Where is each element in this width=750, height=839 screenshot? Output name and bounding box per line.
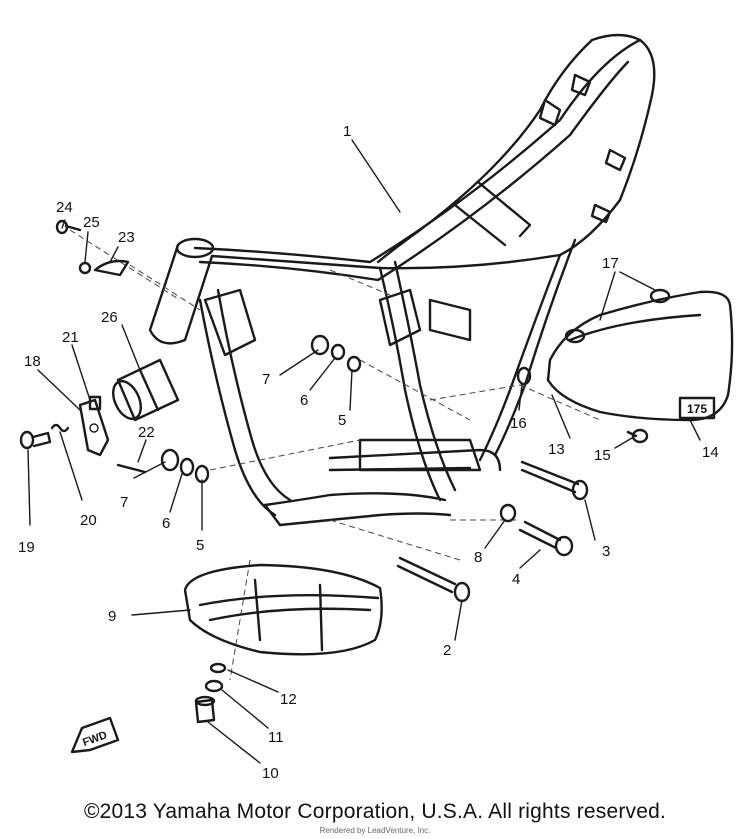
callout-16: 16 <box>510 415 527 432</box>
frame <box>148 33 656 527</box>
part-18-bracket <box>78 398 110 457</box>
part-19-bolt <box>19 430 52 450</box>
callout-5-left: 5 <box>196 537 204 554</box>
callout-7-center: 7 <box>262 371 270 388</box>
callout-2: 2 <box>443 642 451 659</box>
part-23-clip <box>93 259 130 277</box>
assembly-lines <box>69 229 601 681</box>
callout-14: 14 <box>702 444 719 461</box>
part-21-plate <box>88 395 102 411</box>
part-13-side-cover <box>546 290 734 422</box>
badge-text: 175 <box>687 402 707 416</box>
callout-24: 24 <box>56 199 73 216</box>
part-25-washer <box>78 261 92 275</box>
callout-20: 20 <box>80 512 97 529</box>
callout-4: 4 <box>512 571 520 588</box>
washer-set-left <box>160 448 210 484</box>
washer-set-center <box>310 334 362 373</box>
callout-15: 15 <box>594 447 611 464</box>
callout-6-left: 6 <box>162 515 170 532</box>
callout-5-center: 5 <box>338 412 346 429</box>
callout-23: 23 <box>118 229 135 246</box>
callout-12: 12 <box>280 691 297 708</box>
callout-6-center: 6 <box>300 392 308 409</box>
leader-lines <box>27 139 701 764</box>
part-9-skid-plate <box>183 563 383 656</box>
part-26-tube <box>112 358 180 422</box>
frame-parts-diagram: 175 FWD <box>18 33 734 782</box>
callout-18: 18 <box>24 353 41 370</box>
callout-9: 9 <box>108 608 116 625</box>
callout-11: 11 <box>268 729 284 746</box>
callout-10: 10 <box>262 765 279 782</box>
callout-21: 21 <box>62 329 79 346</box>
callout-13: 13 <box>548 441 565 458</box>
callout-numbers: 1 2 3 4 5 5 6 6 7 7 8 9 10 11 12 13 14 1… <box>18 123 719 782</box>
part-22-pin <box>116 463 147 474</box>
part-20-spring <box>50 423 70 433</box>
part-2-bolt <box>396 556 471 603</box>
callout-7-left: 7 <box>120 494 128 511</box>
part-24-bolt <box>55 219 82 235</box>
callout-17: 17 <box>602 255 619 272</box>
part-3-bolt <box>520 460 589 501</box>
copyright-text: ©2013 Yamaha Motor Corporation, U.S.A. A… <box>83 800 667 823</box>
part-16-washer <box>516 366 532 386</box>
fwd-arrow-icon: FWD <box>70 716 120 754</box>
callout-3: 3 <box>602 543 610 560</box>
callout-26: 26 <box>101 309 118 326</box>
part-14-badge: 175 <box>678 396 716 420</box>
part-17-grommets <box>564 288 671 344</box>
callout-8: 8 <box>474 549 482 566</box>
rendered-by-text: Rendered by LeadVenture, Inc. <box>319 826 431 835</box>
part-10-bolt <box>194 695 216 724</box>
part-4-bolt <box>518 520 574 557</box>
part-15-screw <box>626 428 649 444</box>
part-8-washer <box>499 503 517 523</box>
fwd-label: FWD <box>81 729 109 749</box>
part-12-washer <box>209 662 227 674</box>
callout-1: 1 <box>343 123 351 140</box>
callout-19: 19 <box>18 539 35 556</box>
callout-22: 22 <box>138 424 155 441</box>
part-11-washer <box>204 679 224 693</box>
callout-25: 25 <box>83 214 100 231</box>
